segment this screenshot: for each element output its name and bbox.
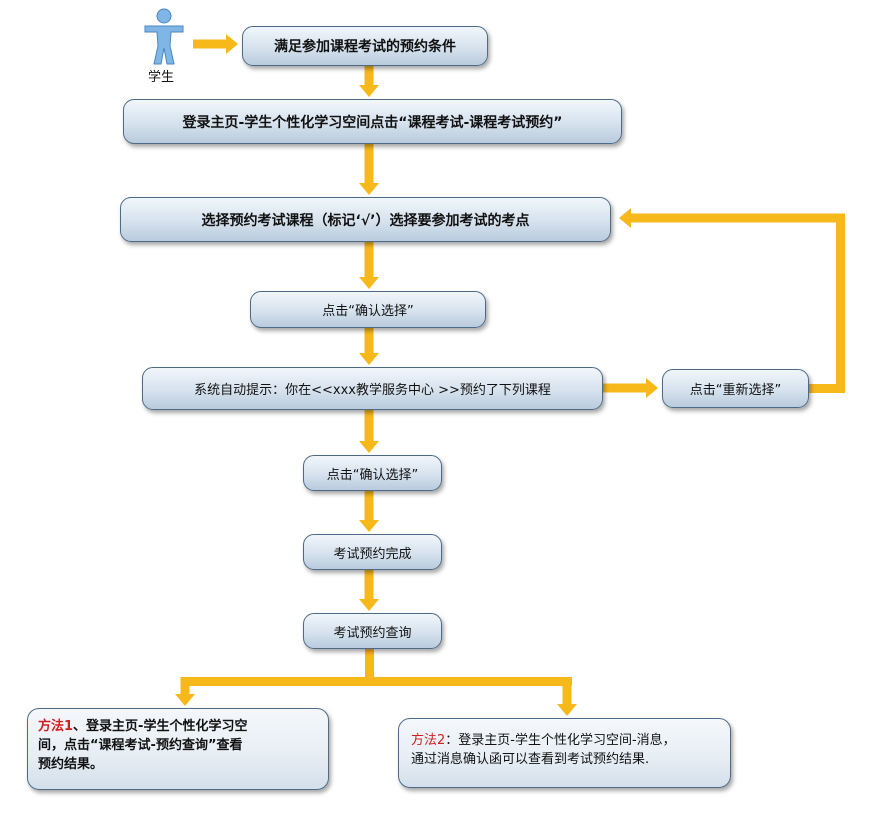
arrow-fork-bar	[181, 677, 572, 686]
arrow-s6-to-s7	[359, 491, 379, 532]
arrow-s2-to-s3	[359, 144, 379, 195]
method-2-box: 方法2：登录主页-学生个性化学习空间-消息， 通过消息确认函可以查看到考试预约结…	[398, 718, 731, 788]
step-reselect: 点击“重新选择”	[662, 369, 809, 408]
person-icon	[144, 8, 184, 65]
step-select-course: 选择预约考试课程（标记‘√’）选择要参加考试的考点	[120, 197, 611, 242]
step-login-reserve: 登录主页-学生个性化学习空间点击“课程考试-课程考试预约”	[123, 99, 622, 144]
step-system-prompt: 系统自动提示：你在<<xxx教学服务中心 >>预约了下列课程	[142, 367, 603, 410]
arrow-s5-to-s6	[359, 410, 379, 453]
method-2-label: 方法2	[411, 733, 446, 748]
arrow-s5-to-reselect	[603, 378, 658, 398]
arrow-loop-to-s3	[619, 208, 845, 228]
arrow-s4-to-s5	[359, 328, 379, 365]
method-1-label: 方法1	[38, 719, 74, 734]
step-query: 考试预约查询	[303, 613, 442, 649]
step-complete: 考试预约完成	[303, 534, 442, 570]
actor-label: 学生	[148, 70, 175, 85]
arrow-fork-stem	[365, 649, 374, 682]
arrow-s3-to-s4	[359, 242, 379, 289]
arrow-s1-to-s2	[359, 66, 379, 97]
step-confirm-2: 点击“确认选择”	[303, 455, 442, 491]
step-confirm-1: 点击“确认选择”	[250, 291, 486, 328]
arrow-student-to-s1	[193, 34, 238, 54]
arrow-s7-to-s8	[359, 570, 379, 611]
arrow-loop-vertical	[836, 214, 845, 393]
arrow-loop-bottom	[809, 384, 845, 393]
arrow-to-method-2	[557, 677, 577, 716]
method-1-box: 方法1、登录主页-学生个性化学习空 间，点击“课程考试-预约查询”查看 预约结果…	[27, 708, 329, 790]
arrow-to-method-1	[175, 677, 195, 706]
step-eligibility: 满足参加课程考试的预约条件	[242, 26, 488, 66]
